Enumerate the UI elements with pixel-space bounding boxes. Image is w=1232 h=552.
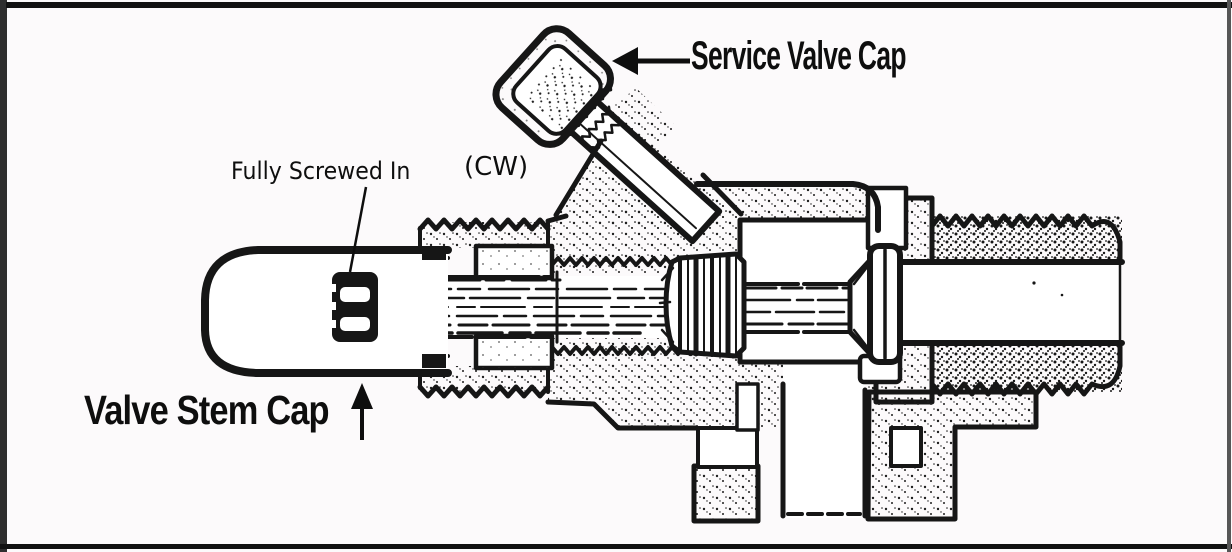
outlet-bore [886, 264, 1122, 342]
bottom-port-left-groove [696, 426, 759, 469]
service-valve-cap-label: Service Valve Cap [691, 34, 906, 78]
frame-left [0, 0, 7, 552]
fully-screwed-in-leader-line [348, 186, 368, 273]
stem-tip [332, 272, 378, 342]
service-port-thread-line [580, 105, 612, 146]
stem-cap-thread-engagement-top [422, 247, 446, 260]
stem-tip-groove-2 [340, 317, 370, 331]
frame-right [1227, 0, 1231, 552]
gland-nut-flat-top-texture [476, 246, 552, 278]
outlet-thread-crests-top [929, 213, 1123, 265]
stem-cap-thread-engagement-bottom [422, 354, 446, 368]
bottom-port-right-groove [889, 426, 923, 468]
fully-screwed-in-label: Fully Screwed In [231, 157, 411, 185]
bottom-port-right-foot [865, 389, 1039, 522]
service-cap-arrow [612, 47, 690, 75]
stem-rear-shaft-lines [744, 282, 852, 334]
gland-thread-crests-bottom [417, 384, 551, 399]
ink-fleck [1060, 293, 1064, 297]
stem-spline-ribs [658, 253, 737, 358]
bottom-port-channel-walls [780, 381, 868, 519]
ink-fleck [1032, 281, 1036, 285]
valve-stem-cap-label: Valve Stem Cap [84, 387, 330, 433]
gland-nut-flat-bottom-texture [476, 336, 552, 368]
stem-tip-groove-1 [340, 287, 370, 302]
outlet-bore-walls [883, 259, 1125, 346]
bottom-port-left-relief [735, 382, 760, 432]
body-outline-strokes [545, 181, 881, 431]
stem-cap-arrow [351, 383, 373, 440]
service-cap-head [492, 25, 614, 148]
valve-stem-cap-drawing [201, 246, 452, 377]
stem-tip-serration [330, 320, 336, 328]
rotation-direction-label: (CW) [464, 152, 529, 182]
gland-thread-crests-top [417, 217, 551, 232]
bottom-port-drawing [691, 360, 1039, 524]
bottom-port-left-foot [691, 463, 761, 524]
frame-bottom [0, 544, 1232, 549]
callout-arrows [348, 47, 690, 440]
stem-tip-serration [330, 302, 336, 310]
bottom-port-channel [783, 360, 865, 518]
service-cap-knurl [559, 79, 613, 137]
stem-tip-serration [330, 284, 336, 292]
frame-top [6, 2, 1232, 8]
gland-band-edges [418, 220, 550, 394]
stem-cap-shell [201, 246, 452, 377]
